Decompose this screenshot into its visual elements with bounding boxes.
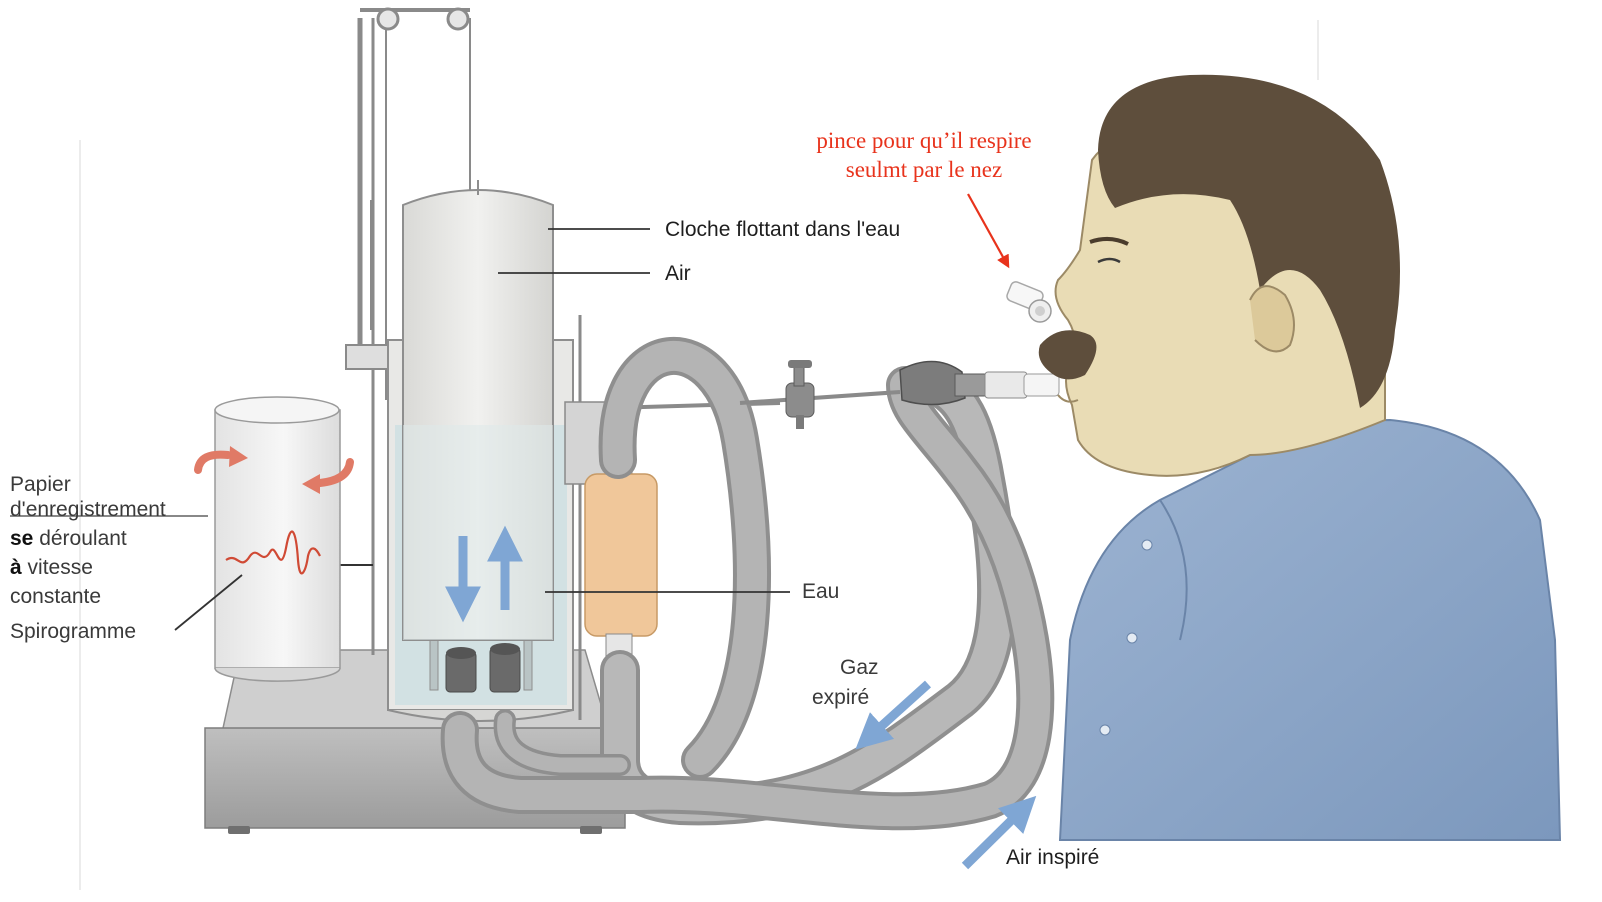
mouthpiece-assembly — [899, 360, 1060, 406]
co2-filter — [584, 451, 658, 671]
gaz-expire-arrow — [855, 680, 932, 750]
nose-clip-annotation-line1: pince pour qu’il respire — [816, 128, 1032, 153]
annotation-arrow — [967, 193, 1010, 269]
floating-bell — [402, 180, 554, 641]
person — [1038, 74, 1562, 841]
papier-label-line5: constante — [10, 585, 102, 608]
papier-label-line1: Papier — [10, 473, 71, 496]
spirogram-trace — [225, 530, 321, 575]
air-label: Air — [665, 262, 691, 285]
nose-clip-annotation-line2: seulmt par le nez — [845, 157, 1003, 182]
eye — [1097, 257, 1121, 264]
gaz-expire-label-1: Gaz — [840, 656, 879, 679]
spirogramme-label: Spirogramme — [10, 620, 137, 643]
eyebrow — [1089, 237, 1129, 246]
air-inspire-label: Air inspiré — [1006, 846, 1100, 869]
hair — [1098, 74, 1400, 408]
nose-clip-annotation: pince pour qu’il respire seulmt par le n… — [790, 126, 1058, 184]
recording-drum — [194, 396, 354, 682]
rotation-arrow-right — [316, 458, 354, 487]
leader-lines — [10, 228, 790, 631]
papier-label-line4: à vitesse — [10, 556, 93, 579]
cloche-label: Cloche flottant dans l'eau — [665, 218, 901, 241]
mustache — [1038, 330, 1097, 380]
spirogramme-leader — [174, 574, 243, 631]
rotation-arrow-left — [194, 450, 232, 474]
air-inspire-arrow — [961, 795, 1037, 870]
nose-clip — [1006, 281, 1052, 323]
gaz-expire-label-2: expiré — [812, 686, 870, 709]
valve — [739, 360, 901, 429]
shirt — [1058, 418, 1562, 841]
pulley-stand — [340, 7, 471, 655]
air-inlet-tubes — [445, 643, 521, 693]
papier-label-line3: se déroulant — [10, 527, 127, 550]
papier-label-line2: d'enregistrement — [10, 498, 166, 521]
breathing-hoses — [440, 337, 1055, 831]
eau-label: Eau — [802, 580, 840, 603]
